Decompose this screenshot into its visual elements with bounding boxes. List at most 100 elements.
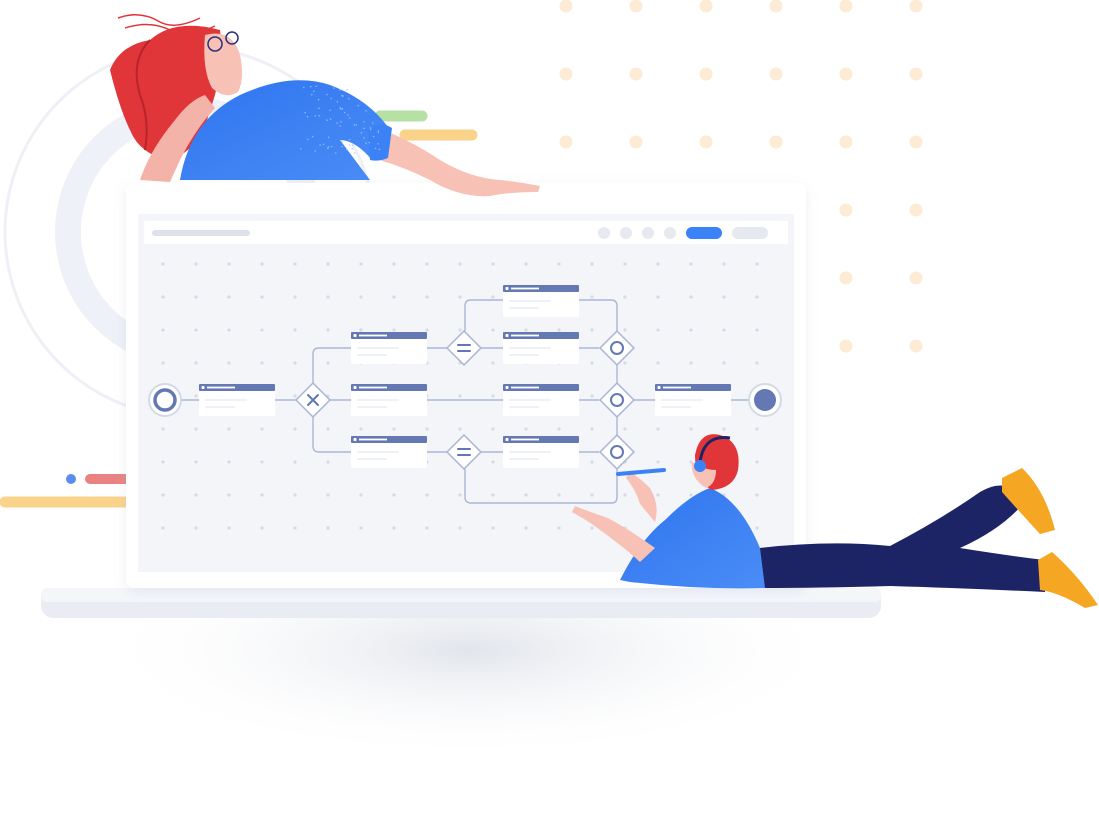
background-dot: [840, 272, 853, 285]
background-dot: [770, 136, 783, 149]
secondary-action-pill[interactable]: [732, 227, 768, 239]
grid-dot: [623, 328, 626, 331]
grid-dot: [359, 262, 362, 265]
grid-dot: [293, 361, 296, 364]
primary-action-pill[interactable]: [686, 227, 722, 239]
task-card[interactable]: [503, 384, 579, 416]
end-event[interactable]: [749, 384, 781, 416]
grid-dot: [392, 328, 395, 331]
grid-dot: [161, 460, 164, 463]
task-card[interactable]: [199, 384, 275, 416]
grid-dot: [392, 427, 395, 430]
grid-dot: [260, 262, 263, 265]
grid-dot: [524, 493, 527, 496]
grid-dot: [458, 295, 461, 298]
grid-dot: [227, 361, 230, 364]
grid-dot: [161, 262, 164, 265]
grid-dot: [656, 328, 659, 331]
grid-dot: [755, 361, 758, 364]
grid-dot: [557, 427, 560, 430]
grid-dot: [425, 526, 428, 529]
task-card[interactable]: [503, 436, 579, 468]
task-card[interactable]: [351, 436, 427, 468]
grid-dot: [293, 328, 296, 331]
grid-dot: [392, 262, 395, 265]
grid-dot: [227, 526, 230, 529]
grid-dot: [491, 427, 494, 430]
task-card[interactable]: [503, 332, 579, 364]
background-dot: [630, 136, 643, 149]
background-dot: [910, 136, 923, 149]
grid-dot: [491, 526, 494, 529]
grid-dot: [623, 361, 626, 364]
grid-dot: [689, 493, 692, 496]
grid-dot: [755, 460, 758, 463]
toolbar-title-placeholder: [152, 230, 250, 236]
background-dot: [770, 0, 783, 13]
grid-dot: [260, 427, 263, 430]
grid-dot: [656, 460, 659, 463]
task-card[interactable]: [351, 332, 427, 364]
circle-button-icon[interactable]: [598, 227, 610, 239]
grid-dot: [590, 328, 593, 331]
grid-dot: [590, 361, 593, 364]
grid-dot: [194, 460, 197, 463]
start-event[interactable]: [149, 384, 181, 416]
background-dot: [840, 340, 853, 353]
grid-dot: [755, 526, 758, 529]
background-dot: [630, 0, 643, 13]
background-dot: [560, 68, 573, 81]
grid-dot: [326, 460, 329, 463]
background-dot: [700, 136, 713, 149]
grid-dot: [293, 493, 296, 496]
grid-dot: [590, 394, 593, 397]
grid-dot: [755, 262, 758, 265]
grid-dot: [689, 427, 692, 430]
grid-dot: [458, 526, 461, 529]
grid-dot: [590, 460, 593, 463]
background-dot: [840, 0, 853, 13]
grid-dot: [161, 493, 164, 496]
grid-dot: [524, 427, 527, 430]
grid-dot: [359, 526, 362, 529]
grid-dot: [392, 493, 395, 496]
grid-dot: [260, 361, 263, 364]
grid-dot: [425, 427, 428, 430]
grid-dot: [458, 493, 461, 496]
grid-dot: [194, 427, 197, 430]
background-dot: [840, 204, 853, 217]
grid-dot: [623, 295, 626, 298]
grid-dot: [458, 328, 461, 331]
background-dot: [910, 68, 923, 81]
circle-button-icon[interactable]: [620, 227, 632, 239]
grid-dot: [656, 361, 659, 364]
grid-dot: [491, 460, 494, 463]
background-dot: [700, 0, 713, 13]
grid-dot: [590, 427, 593, 430]
grid-dot: [755, 295, 758, 298]
grid-dot: [227, 460, 230, 463]
background-dot: [560, 0, 573, 13]
grid-dot: [458, 394, 461, 397]
grid-dot: [722, 262, 725, 265]
circle-button-icon[interactable]: [642, 227, 654, 239]
grid-dot: [293, 460, 296, 463]
background-dot: [630, 68, 643, 81]
task-card[interactable]: [655, 384, 731, 416]
background-dot: [910, 340, 923, 353]
task-card[interactable]: [351, 384, 427, 416]
grid-dot: [227, 328, 230, 331]
grid-dot: [161, 526, 164, 529]
task-card[interactable]: [503, 285, 579, 317]
grid-dot: [557, 262, 560, 265]
laptop-base: [41, 588, 881, 618]
grid-dot: [425, 262, 428, 265]
grid-dot: [194, 493, 197, 496]
circle-button-icon[interactable]: [664, 227, 676, 239]
grid-dot: [590, 526, 593, 529]
grid-dot: [524, 526, 527, 529]
grid-dot: [491, 262, 494, 265]
grid-dot: [260, 493, 263, 496]
grid-dot: [326, 427, 329, 430]
